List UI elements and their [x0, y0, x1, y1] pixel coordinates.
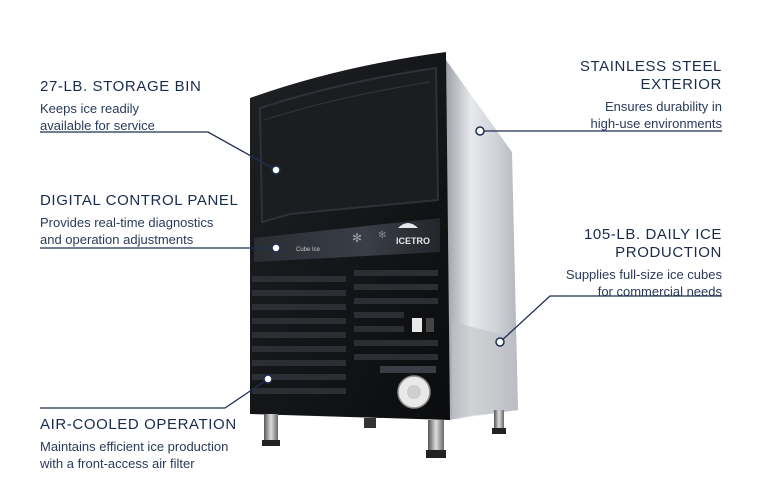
machine-legs: [262, 410, 506, 458]
storage-bin-door: [258, 66, 440, 224]
drain-knob: [380, 366, 436, 409]
callout-description-line: Keeps ice readily: [40, 101, 139, 116]
callout-title-line: PRODUCTION: [615, 244, 722, 261]
air-intake-grille: [252, 270, 438, 394]
callout-storage-bin: 27-LB. STORAGE BIN Keeps ice readily ava…: [40, 78, 260, 134]
callout-title: STAINLESS STEEL EXTERIOR: [540, 58, 722, 94]
callout-description-line: for commercial needs: [597, 284, 722, 299]
stainless-side-panel: [446, 60, 518, 420]
brand-logo: ICETRO: [396, 236, 430, 246]
power-switch: [412, 318, 434, 332]
snowflake-icon: ✻: [352, 231, 362, 245]
callout-description: Ensures durability in high-use environme…: [540, 98, 722, 132]
callout-description-line: Maintains efficient ice production: [40, 439, 229, 454]
callout-daily-production: 105-LB. DAILY ICE PRODUCTION Supplies fu…: [520, 226, 722, 300]
panel-label: Cube Ice: [296, 247, 321, 253]
callout-description: Provides real-time diagnostics and opera…: [40, 214, 260, 248]
callout-stainless-steel: STAINLESS STEEL EXTERIOR Ensures durabil…: [540, 58, 722, 132]
snowflake-icon: ✻: [378, 230, 386, 241]
callout-title: 105-LB. DAILY ICE PRODUCTION: [520, 226, 722, 262]
callout-air-cooled: AIR-COOLED OPERATION Maintains efficient…: [40, 416, 270, 472]
callout-description: Maintains efficient ice production with …: [40, 438, 270, 472]
callout-description-line: Ensures durability in: [604, 99, 722, 114]
callout-title: DIGITAL CONTROL PANEL: [40, 192, 239, 209]
callout-title-line: EXTERIOR: [640, 76, 722, 93]
callout-description-line: Supplies full-size ice cubes: [565, 267, 722, 282]
callout-title-line: STAINLESS STEEL: [579, 58, 722, 75]
callout-control-panel: DIGITAL CONTROL PANEL Provides real-time…: [40, 192, 260, 248]
callout-title-line: 105-LB. DAILY ICE: [583, 226, 722, 243]
callout-description-line: Provides real-time diagnostics: [40, 215, 214, 230]
callout-description: Supplies full-size ice cubes for commerc…: [520, 266, 722, 300]
callout-description-line: high-use environments: [590, 116, 722, 131]
callout-description-line: and operation adjustments: [40, 232, 194, 247]
control-panel-strip: Cube Ice ✻ ✻ ICETRO: [254, 218, 440, 262]
callout-title: AIR-COOLED OPERATION: [40, 416, 237, 433]
brand-logo-icon: [398, 223, 418, 228]
callout-description-line: with a front-access air filter: [40, 456, 195, 471]
callout-title: 27-LB. STORAGE BIN: [40, 78, 202, 95]
callout-description: Keeps ice readily available for service: [40, 100, 260, 134]
callout-description-line: available for service: [40, 118, 155, 133]
